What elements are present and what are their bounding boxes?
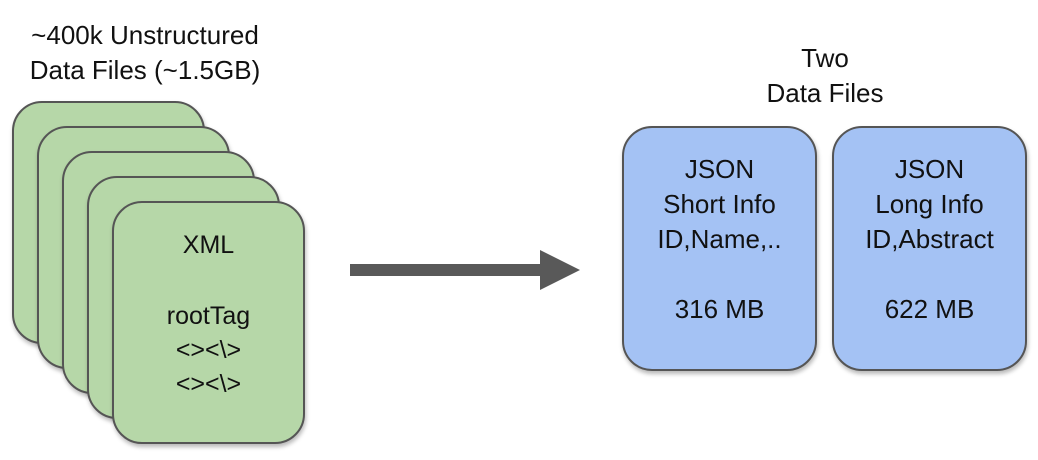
json-long-line-1: JSON <box>894 154 965 184</box>
output-title-line-2: Data Files <box>766 78 884 108</box>
json-short-line-2: Short Info <box>663 189 776 219</box>
json-long-info-size: 622 MB <box>884 294 975 324</box>
json-short-line-1: JSON <box>684 154 755 184</box>
source-files-title: ~400k Unstructured Data Files (~1.5GB) <box>10 18 280 88</box>
json-short-info-card: JSON Short Info ID,Name,.. 316 MB <box>622 126 817 371</box>
source-title-line-1: ~400k Unstructured <box>31 20 259 50</box>
json-long-line-2: Long Info <box>875 189 984 219</box>
json-short-line-3: ID,Name,.. <box>657 224 782 254</box>
json-short-info-header: JSON Short Info ID,Name,.. <box>624 152 815 257</box>
xml-body-line-2: <><\> <box>175 336 242 364</box>
xml-body-line-3: <><\> <box>175 370 242 398</box>
conversion-arrow-icon <box>350 250 580 290</box>
json-long-info-header: JSON Long Info ID,Abstract <box>834 152 1025 257</box>
arrow-shaft <box>350 264 544 276</box>
xml-file-card-front: XML rootTag <><\> <><\> <box>112 201 305 444</box>
xml-card-body: rootTag <><\> <><\> <box>114 299 303 401</box>
source-title-line-2: Data Files (~1.5GB) <box>29 55 261 85</box>
json-long-info-card: JSON Long Info ID,Abstract 622 MB <box>832 126 1027 371</box>
arrow-head <box>540 250 580 290</box>
xml-card-title: XML <box>182 231 235 259</box>
json-short-info-size: 316 MB <box>674 294 765 324</box>
json-long-line-3: ID,Abstract <box>865 224 994 254</box>
output-files-title: Two Data Files <box>725 41 925 111</box>
xml-body-line-1: rootTag <box>166 302 251 330</box>
output-title-line-1: Two <box>801 43 849 73</box>
